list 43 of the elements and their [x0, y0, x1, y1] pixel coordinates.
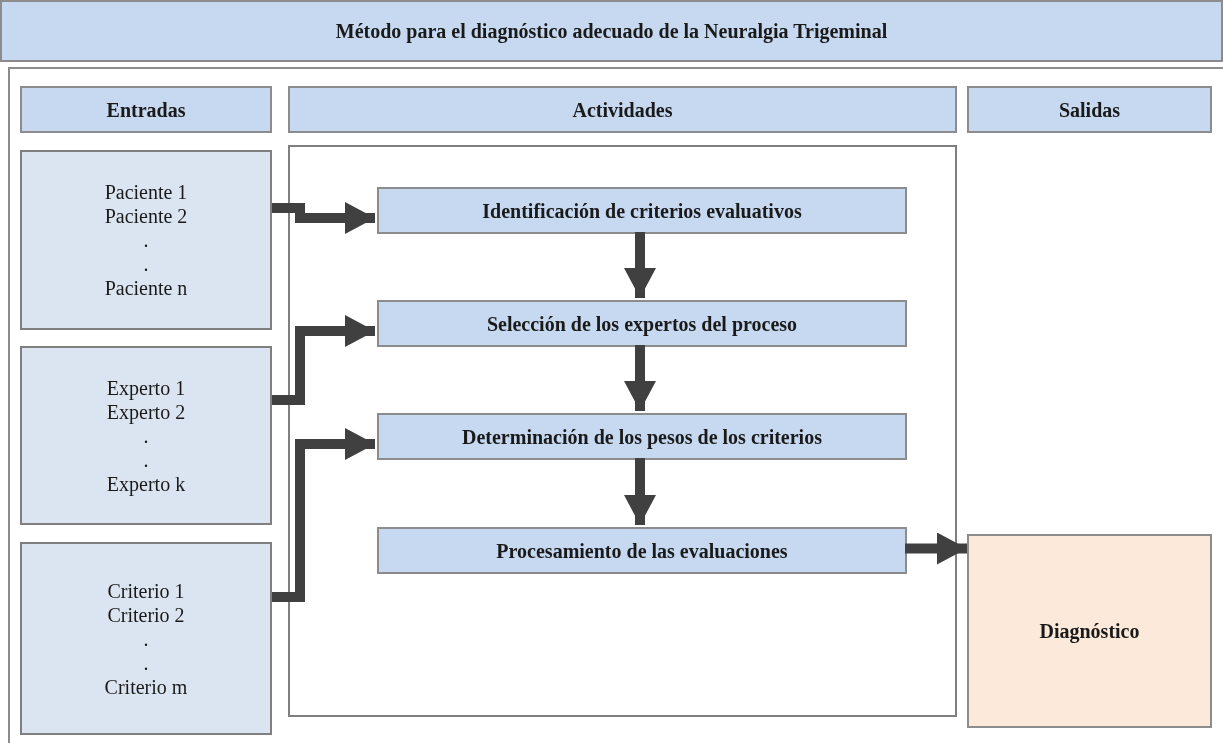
node-label: Determinación de los pesos de los criterios [462, 424, 822, 449]
list-item-text: . [143, 228, 149, 252]
node-label: Entradas [106, 97, 186, 122]
column-header [967, 86, 1212, 133]
node-label: Salidas [1058, 97, 1121, 122]
node-label: Identificación de criterios evaluativos [482, 198, 802, 223]
list-item-text: Criterio 1 [107, 578, 185, 603]
node-label: Actividades [572, 97, 673, 122]
arrow [272, 315, 375, 405]
list-item-text: Criterio m [104, 674, 188, 699]
activities-panel [288, 145, 957, 717]
process-box [377, 300, 907, 347]
list-item-text: . [143, 650, 149, 675]
input-list-box [20, 542, 272, 735]
process-box [377, 413, 907, 460]
list-item-text: Criterio 2 [107, 602, 185, 627]
process-box [377, 187, 907, 234]
arrow [624, 458, 656, 525]
list-item-text: Paciente n [104, 276, 188, 300]
column-header [288, 86, 957, 133]
list-item-text: . [143, 447, 149, 472]
list-item-text: Experto 1 [106, 375, 186, 400]
input-list-box [20, 346, 272, 525]
list-item-text: Paciente 1 [104, 180, 188, 204]
list-item-text: . [143, 252, 149, 276]
list-item-text: Experto k [106, 471, 186, 496]
input-list-box [20, 150, 272, 330]
process-box [377, 527, 907, 574]
arrow [624, 232, 656, 298]
column-header [20, 86, 272, 133]
output-box [967, 534, 1212, 728]
list-item-text: . [143, 626, 149, 651]
list-item-text: Experto 2 [106, 400, 186, 424]
arrow [624, 345, 656, 411]
node-label: Diagnóstico [1039, 619, 1140, 643]
node-label: Selección de los expertos del proceso [486, 311, 798, 336]
node-label: Procesamiento de las evaluaciones [496, 538, 788, 563]
title-banner: Método para el diagnóstico adecuado de la Neuralgia Trigeminal [0, 0, 1223, 62]
list-item-text: Paciente 2 [104, 204, 188, 228]
arrow [272, 428, 375, 602]
arrow [905, 532, 967, 565]
arrow [272, 202, 375, 234]
list-item-text: . [143, 424, 149, 448]
